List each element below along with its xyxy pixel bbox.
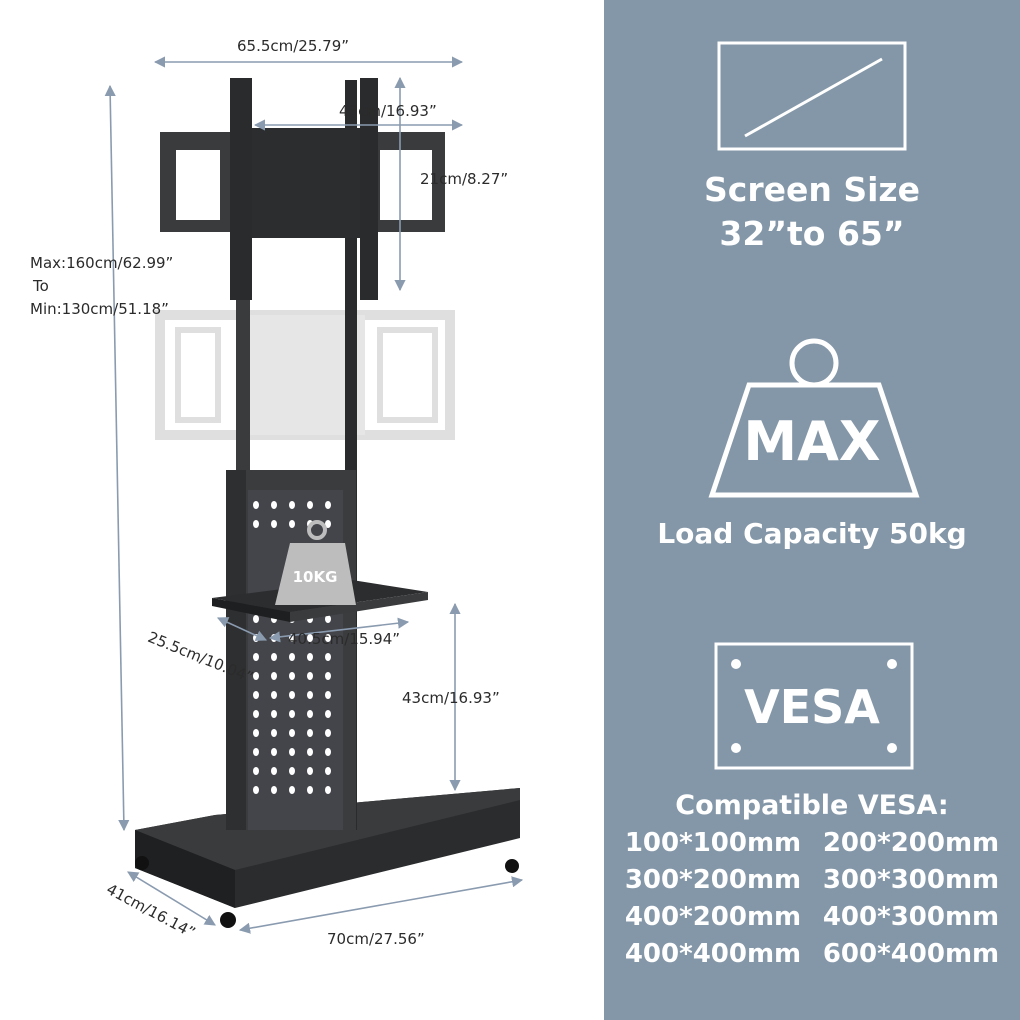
perforation-hole (289, 748, 295, 756)
product-illustration: 10KG 65.5cm/25.79” 43cm/16.93” 21cm/8.27… (30, 37, 524, 948)
perforation-hole (289, 520, 295, 528)
arrow-icon (127, 871, 216, 926)
perforation-hole (271, 672, 277, 680)
max-label: MAX (743, 410, 881, 473)
perforation-hole (271, 767, 277, 775)
perforation-hole (253, 748, 259, 756)
vesa-size-item: 100*100mm (624, 828, 802, 858)
perforation-hole (253, 786, 259, 794)
ghost-bracket (155, 310, 455, 440)
perforation-hole (271, 653, 277, 661)
vesa-size-item: 400*400mm (624, 939, 802, 969)
screen-size-range: 32”to 65” (719, 214, 905, 253)
arrow-icon (268, 617, 410, 643)
dimension-bracket-width: 43cm/16.93” (339, 102, 437, 120)
perforation-hole (289, 786, 295, 794)
perforation-hole (325, 748, 331, 756)
spec-panel-background (604, 0, 1020, 1020)
perforation-hole (325, 672, 331, 680)
perforation-hole (289, 767, 295, 775)
perforation-hole (253, 615, 259, 623)
vesa-size-item: 600*400mm (822, 939, 1000, 969)
dimension-height-max: Max:160cm/62.99” (30, 254, 174, 272)
perforation-hole (271, 710, 277, 718)
perforation-hole (307, 672, 313, 680)
vesa-size-item: 300*300mm (822, 865, 1000, 895)
arrow-icon (104, 84, 130, 832)
tv-stand-drawing: 10KG (104, 56, 524, 934)
vesa-size-item: 300*200mm (624, 865, 802, 895)
caster-wheel (220, 912, 236, 928)
dimension-top-width: 65.5cm/25.79” (237, 37, 350, 55)
arrow-icon (216, 617, 268, 641)
perforation-hole (271, 691, 277, 699)
dimension-base-width: 70cm/27.56” (327, 930, 425, 948)
perforation-hole (307, 710, 313, 718)
perforation-hole (289, 501, 295, 509)
perforation-hole (289, 691, 295, 699)
vesa-size-item: 400*300mm (822, 902, 1000, 932)
perforation-hole (253, 501, 259, 509)
caster-wheel (135, 856, 149, 870)
perforation-hole (253, 710, 259, 718)
perforation-hole (325, 767, 331, 775)
perforation-hole (325, 653, 331, 661)
perforation-hole (325, 729, 331, 737)
vesa-label: VESA (744, 680, 880, 734)
perforation-hole (253, 653, 259, 661)
perforation-hole (253, 672, 259, 680)
perforation-hole (289, 729, 295, 737)
perforation-hole (325, 520, 331, 528)
spec-panel: Screen Size 32”to 65” MAX Load Capacity … (604, 0, 1020, 1020)
vesa-size-item: 200*200mm (822, 828, 1000, 858)
compatible-vesa-title: Compatible VESA: (675, 790, 949, 821)
vesa-size-list: 100*100mm 200*200mm 300*200mm 300*300mm … (604, 828, 1020, 976)
perforation-hole (307, 691, 313, 699)
screen-size-icon (717, 41, 907, 151)
load-capacity: Load Capacity 50kg (657, 517, 967, 550)
dimension-bracket-height: 21cm/8.27” (420, 170, 509, 188)
perforation-hole (325, 691, 331, 699)
perforation-hole (271, 729, 277, 737)
perforation-hole (325, 501, 331, 509)
perforation-hole (289, 653, 295, 661)
perforation-hole (271, 520, 277, 528)
perforation-hole (307, 786, 313, 794)
weight-icon (708, 338, 920, 498)
perforation-hole (307, 767, 313, 775)
perforation-hole (289, 710, 295, 718)
dimension-height-to: To (33, 277, 49, 295)
perforation-hole (253, 729, 259, 737)
vesa-size-item: 400*200mm (624, 902, 802, 932)
arrow-icon (238, 876, 524, 934)
perforation-hole (307, 653, 313, 661)
perforation-hole (325, 710, 331, 718)
perforation-hole (253, 520, 259, 528)
screen-size-label: Screen Size (703, 170, 920, 209)
perforation-hole (253, 691, 259, 699)
perforation-hole (307, 501, 313, 509)
dimension-shelf-width: 40.5cm/15.94” (288, 630, 401, 648)
perforation-hole (307, 729, 313, 737)
perforation-hole (271, 501, 277, 509)
perforation-hole (253, 767, 259, 775)
perforation-hole (271, 786, 277, 794)
dimension-shelf-height: 43cm/16.93” (402, 689, 500, 707)
shelf-load-label: 10KG (293, 568, 338, 586)
perforation-hole (325, 786, 331, 794)
dimension-height-min: Min:130cm/51.18” (30, 300, 169, 318)
perforation-hole (289, 672, 295, 680)
perforation-hole (271, 748, 277, 756)
weight-icon: 10KG (275, 520, 356, 605)
vesa-icon (714, 642, 914, 770)
perforation-hole (307, 748, 313, 756)
caster-wheel (505, 859, 519, 873)
